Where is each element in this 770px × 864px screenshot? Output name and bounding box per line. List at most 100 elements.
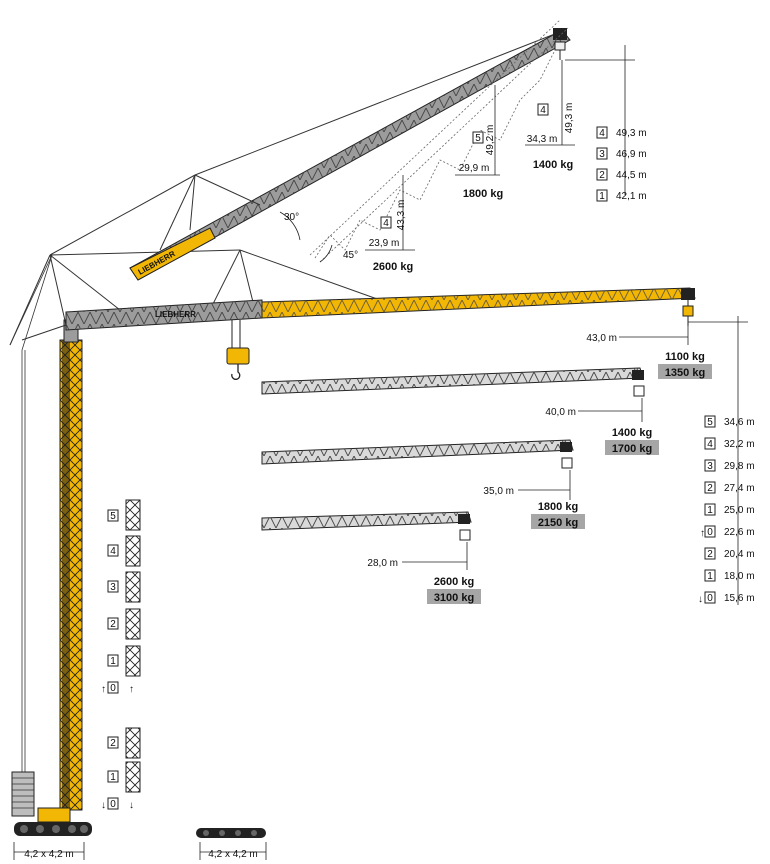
- svg-text:29,9 m: 29,9 m: [459, 163, 490, 174]
- svg-text:2: 2: [707, 483, 713, 494]
- height-row: 3 29,8 m: [704, 459, 755, 472]
- luffing-config-1: 4 49,3 m 34,3 m 1400 kg: [527, 103, 575, 171]
- height-row: 0 ↑ 22,6 m: [700, 525, 755, 539]
- svg-text:3: 3: [707, 461, 713, 472]
- svg-text:25,0 m: 25,0 m: [724, 505, 755, 516]
- svg-text:4: 4: [540, 105, 546, 116]
- svg-text:3: 3: [599, 149, 605, 160]
- section-box: [380, 216, 392, 229]
- tower-guy-ropes: [9, 254, 53, 780]
- svg-text:2: 2: [599, 170, 605, 181]
- arrow-down-icon: ↓: [129, 800, 134, 811]
- svg-text:15,6 m: 15,6 m: [724, 593, 755, 604]
- trolley-luffing: [553, 28, 567, 60]
- svg-text:0: 0: [110, 799, 116, 810]
- horizontal-config-3: 35,0 m 1800 kg 2150 kg: [483, 486, 585, 529]
- svg-text:32,2 m: 32,2 m: [724, 439, 755, 450]
- crane-base-right: [196, 828, 266, 838]
- mast-section: 4: [107, 535, 141, 567]
- svg-text:1: 1: [110, 656, 116, 667]
- base-left-label: 4,2 x 4,2 m: [24, 849, 73, 860]
- svg-text:1: 1: [110, 772, 116, 783]
- svg-text:1: 1: [707, 505, 713, 516]
- svg-text:1800 kg: 1800 kg: [538, 501, 578, 513]
- svg-text:29,8 m: 29,8 m: [724, 461, 755, 472]
- mast-section: 1: [107, 761, 141, 793]
- mast-section: 5: [107, 499, 141, 531]
- svg-text:1: 1: [707, 571, 713, 582]
- svg-text:2600 kg: 2600 kg: [434, 576, 474, 588]
- height-row: 2 44,5 m: [596, 168, 647, 181]
- mast-section: 0 ↓ ↓: [101, 797, 134, 811]
- angle-45-label: 45°: [343, 250, 358, 261]
- svg-text:3100 kg: 3100 kg: [434, 592, 474, 604]
- arrow-up-icon: ↑: [101, 684, 106, 695]
- load-alt-badge: [658, 364, 712, 379]
- svg-text:27,4 m: 27,4 m: [724, 483, 755, 494]
- horizontal-config-2: 40,0 m 1400 kg 1700 kg: [545, 407, 659, 455]
- svg-text:0: 0: [110, 683, 116, 694]
- height-row: 3 46,9 m: [596, 147, 647, 160]
- counterweight: [11, 771, 35, 817]
- tower-mast: [59, 319, 83, 811]
- height-row: 4 49,3 m: [596, 126, 647, 139]
- svg-text:43,3 m: 43,3 m: [396, 200, 407, 231]
- svg-text:2600 kg: 2600 kg: [373, 261, 413, 273]
- luffing-dim-lines: [365, 45, 635, 251]
- svg-text:2: 2: [110, 738, 116, 749]
- mast-section: 2: [107, 727, 141, 759]
- mast-section: 3: [107, 571, 141, 603]
- svg-text:49,2 m: 49,2 m: [485, 125, 496, 156]
- horizontal-height-table: 5 34,6 m 4 32,2 m 3 29,8 m 2 27,4 m 1 25…: [698, 415, 755, 605]
- mast-section: 1: [107, 645, 141, 677]
- load-alt-badge: [605, 440, 659, 455]
- svg-text:0: 0: [707, 593, 713, 604]
- svg-text:44,5 m: 44,5 m: [616, 170, 647, 181]
- svg-text:5: 5: [110, 511, 116, 522]
- svg-text:2: 2: [707, 549, 713, 560]
- luffing-config-3: 4 43,3 m 23,9 m 2600 kg: [369, 200, 413, 273]
- mast-section: 0 ↑ ↑: [101, 681, 134, 695]
- horizontal-config-4: 28,0 m 2600 kg 3100 kg: [367, 558, 481, 604]
- svg-text:0: 0: [707, 527, 713, 538]
- svg-text:1: 1: [599, 191, 605, 202]
- height-row: 2 27,4 m: [704, 481, 755, 494]
- svg-text:1800 kg: 1800 kg: [463, 188, 503, 200]
- svg-text:5: 5: [475, 133, 481, 144]
- main-jib: [261, 287, 696, 319]
- height-row: 1 25,0 m: [704, 503, 755, 516]
- luffing-jib-45: [309, 19, 569, 263]
- angle-30-label: 30°: [284, 212, 299, 223]
- luffing-jib-30: [49, 29, 571, 281]
- arrow-up-icon: ↑: [700, 528, 705, 539]
- section-box: [537, 103, 549, 116]
- mast-section-legend: 5 4 3 2 1 0 ↑ ↑ 2 1 0 ↓ ↓: [101, 499, 141, 811]
- arrow-down-icon: ↓: [101, 800, 106, 811]
- section-box: [472, 131, 484, 144]
- mast-section: 2: [107, 608, 141, 640]
- height-row: 2 20,4 m: [704, 547, 755, 560]
- svg-text:5: 5: [707, 417, 713, 428]
- svg-text:40,0 m: 40,0 m: [545, 407, 576, 418]
- luffing-height-table: 4 49,3 m 3 46,9 m 2 44,5 m 1 42,1 m: [596, 126, 647, 202]
- svg-text:22,6 m: 22,6 m: [724, 527, 755, 538]
- height-row: 1 18,0 m: [704, 569, 755, 582]
- svg-text:34,6 m: 34,6 m: [724, 417, 755, 428]
- svg-text:46,9 m: 46,9 m: [616, 149, 647, 160]
- svg-text:1350 kg: 1350 kg: [665, 367, 705, 379]
- horizontal-dim-lines: [402, 316, 748, 605]
- svg-text:4: 4: [383, 218, 389, 229]
- brand-logo-main: LIEBHERR: [155, 310, 196, 319]
- hook-block: [226, 320, 250, 380]
- svg-text:4: 4: [707, 439, 713, 450]
- load-alt-badge: [531, 514, 585, 529]
- height-row: 5 34,6 m: [704, 415, 755, 428]
- svg-text:18,0 m: 18,0 m: [724, 571, 755, 582]
- angle-arc-45: [319, 244, 333, 263]
- svg-text:1700 kg: 1700 kg: [612, 443, 652, 455]
- svg-text:3: 3: [110, 582, 116, 593]
- arrow-down-icon: ↓: [698, 594, 703, 605]
- height-row: 4 32,2 m: [704, 437, 755, 450]
- svg-text:2150 kg: 2150 kg: [538, 517, 578, 529]
- jib-variant-40: [261, 367, 645, 397]
